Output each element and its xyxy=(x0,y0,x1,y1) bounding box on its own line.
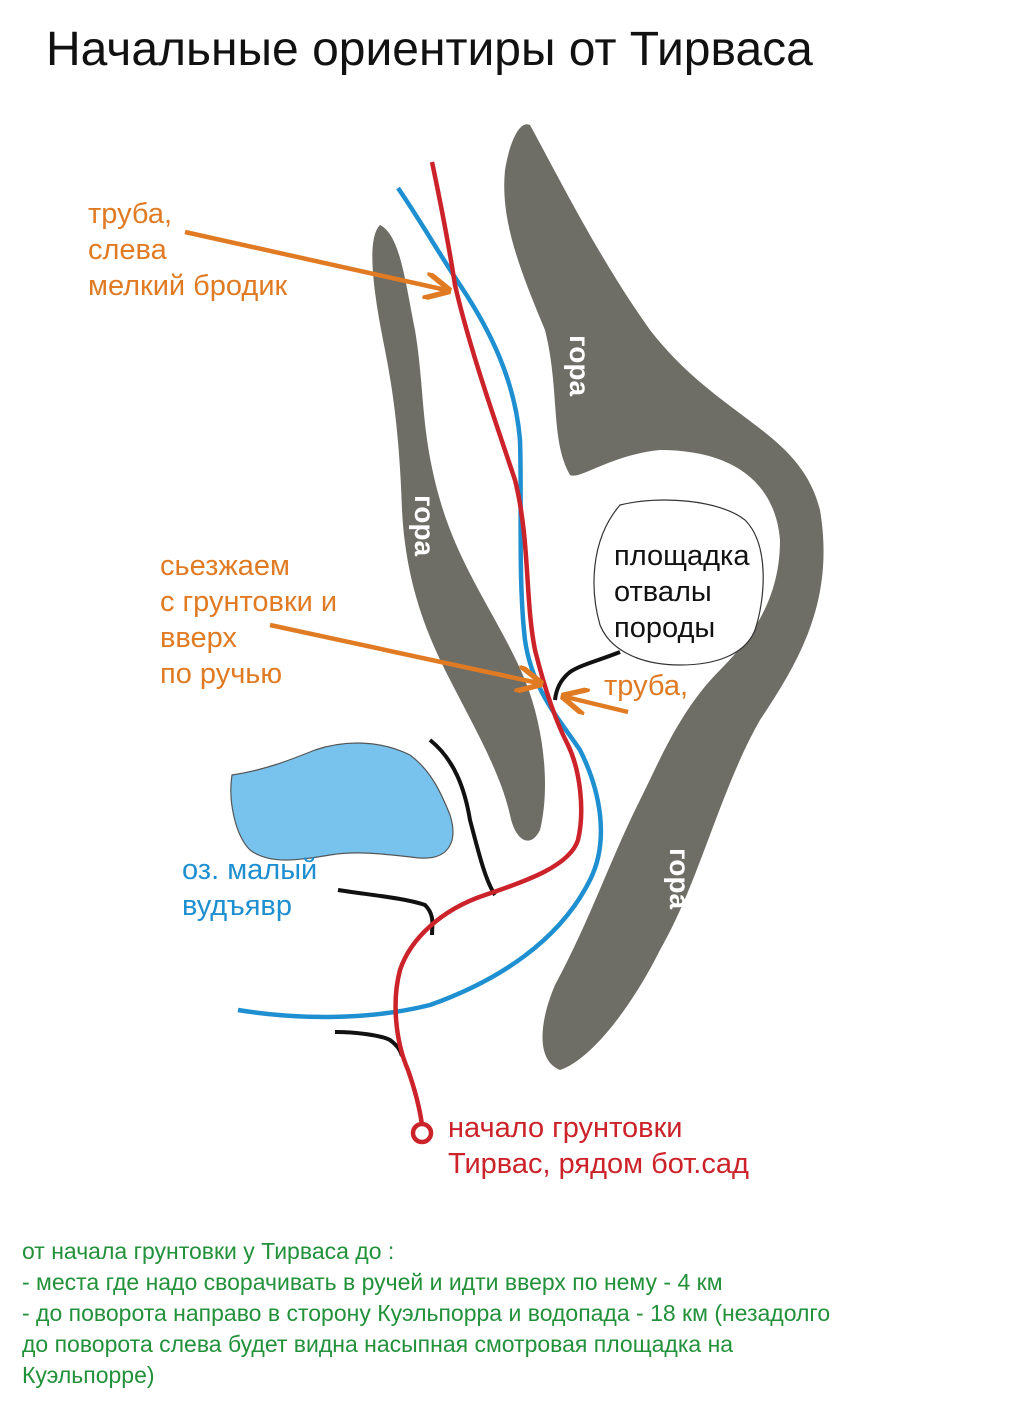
distance-notes: от начала грунтовки у Тирваса до : - мес… xyxy=(22,1236,1012,1391)
track-upper xyxy=(428,738,497,897)
track-lower xyxy=(334,1030,404,1057)
arrow-turn-off xyxy=(269,622,538,683)
start-marker xyxy=(410,1121,434,1145)
note-line: - до поворота направо в сторону Куэльпор… xyxy=(22,1300,831,1326)
map-title: Начальные ориентиры от Тирваса xyxy=(46,23,813,76)
label-start: начало грунтовки Тирвас, рядом бот.сад xyxy=(448,1110,749,1182)
label-platform: площадка отвалы породы xyxy=(614,538,749,646)
label-pipe-ford: труба, слева мелкий бродик xyxy=(88,196,287,304)
platform-area xyxy=(593,499,764,666)
label-lake-line: оз. малый xyxy=(182,854,318,886)
label-pipe-ford-line: слева xyxy=(88,234,167,266)
track-lake xyxy=(337,888,435,936)
label-start-line: начало грунтовки xyxy=(448,1112,683,1144)
label-platform-line: отвалы xyxy=(614,576,712,608)
arrow-pipe2 xyxy=(566,697,629,712)
mountain-label-1: гора xyxy=(564,335,595,397)
label-turn-off-line: сьезжаем xyxy=(160,550,290,582)
mountain-right xyxy=(504,124,824,1071)
label-turn-off: сьезжаем с грунтовки и вверх по ручью xyxy=(160,548,337,692)
mountain-label-2: гора xyxy=(409,495,440,557)
label-lake-line: вудъявр xyxy=(182,890,292,922)
label-pipe2-line: труба, xyxy=(604,670,689,702)
road xyxy=(393,161,584,1126)
note-line: - места где надо сворачивать в ручей и и… xyxy=(22,1269,723,1295)
lake xyxy=(230,742,454,861)
label-pipe-ford-line: мелкий бродик xyxy=(88,270,288,302)
label-platform-line: площадка xyxy=(614,540,750,572)
arrow-pipe-ford xyxy=(184,229,446,290)
mountain-left xyxy=(372,225,545,841)
label-pipe-ford-line: труба, xyxy=(88,198,173,230)
mountain-label-3: гора xyxy=(664,848,695,910)
label-turn-off-line: с грунтовки и xyxy=(160,586,338,618)
note-line: Куэльпорре) xyxy=(22,1362,155,1388)
label-platform-line: породы xyxy=(614,612,716,644)
track-platform xyxy=(553,650,621,701)
label-turn-off-line: по ручью xyxy=(160,658,283,690)
label-lake: оз. малый вудъявр xyxy=(182,852,317,924)
note-line: до поворота слева будет видна насыпная с… xyxy=(22,1331,734,1357)
label-start-line: Тирвас, рядом бот.сад xyxy=(448,1148,749,1180)
note-line: от начала грунтовки у Тирваса до : xyxy=(22,1238,395,1264)
label-pipe2: труба, xyxy=(604,668,688,704)
label-turn-off-line: вверх xyxy=(160,622,237,654)
